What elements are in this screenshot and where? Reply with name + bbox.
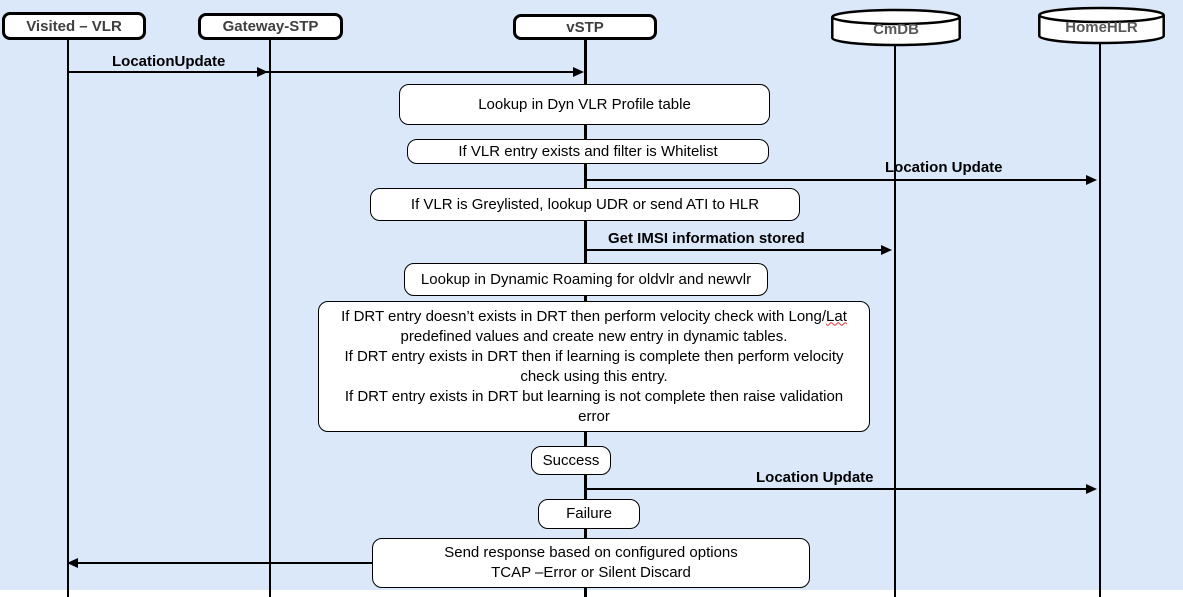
message-arrow-location-update-hlr bbox=[585, 179, 1090, 181]
message-arrow-location-update-1 bbox=[68, 71, 576, 73]
step-text: If VLR is Greylisted, lookup UDR or send… bbox=[410, 195, 760, 213]
message-arrow-location-update-hlr2 bbox=[585, 488, 1090, 490]
message-arrow-get-imsi bbox=[585, 249, 885, 251]
step-velocity-check: If DRT entry doesn’t exists in DRT then … bbox=[318, 301, 870, 432]
step-text: If VLR entry exists and filter is Whitel… bbox=[458, 142, 718, 160]
step-text: Lookup in Dynamic Roaming for oldvlr and… bbox=[420, 270, 752, 288]
lifeline-homehlr bbox=[1099, 41, 1101, 597]
step-failure: Failure bbox=[538, 499, 640, 529]
arrowhead-right-icon bbox=[881, 245, 892, 255]
step-text: Lookup in Dyn VLR Profile table bbox=[478, 95, 691, 113]
actor-vstp-label: vSTP bbox=[566, 18, 604, 36]
step-text-line: If DRT entry doesn’t exists in DRT then … bbox=[341, 307, 847, 327]
step-text: Failure bbox=[566, 505, 612, 522]
lifeline-cmdb bbox=[894, 43, 896, 597]
message-label-location-update-hlr2: Location Update bbox=[756, 469, 874, 486]
step-lookup-dynamic-roaming: Lookup in Dynamic Roaming for oldvlr and… bbox=[404, 263, 768, 296]
step-text: If DRT entry doesn’t exists in DRT then … bbox=[341, 307, 827, 325]
actor-gateway-stp-label: Gateway-STP bbox=[222, 18, 319, 35]
step-text-line: If DRT entry exists in DRT but learning … bbox=[344, 387, 844, 405]
step-text-misspelled: Lat bbox=[826, 307, 847, 325]
step-lookup-dyn-vlr-profile: Lookup in Dyn VLR Profile table bbox=[399, 84, 770, 125]
actor-vstp: vSTP bbox=[513, 14, 657, 40]
step-text-line: Send response based on configured option… bbox=[444, 544, 738, 561]
step-text-line: TCAP –Error or Silent Discard bbox=[491, 564, 691, 581]
step-success: Success bbox=[531, 446, 611, 475]
step-text-line: predefined values and create new entry i… bbox=[400, 327, 788, 345]
database-homehlr: HomeHLR bbox=[1037, 6, 1166, 46]
actor-visited-vlr-label: Visited – VLR bbox=[26, 17, 122, 35]
arrowhead-right-icon bbox=[1086, 484, 1097, 494]
lifeline-gateway-stp bbox=[269, 40, 271, 597]
database-homehlr-label: HomeHLR bbox=[1065, 19, 1138, 36]
step-vlr-greylist: If VLR is Greylisted, lookup UDR or send… bbox=[370, 188, 800, 221]
message-label-location-update-1: LocationUpdate bbox=[112, 53, 226, 70]
message-label-location-update-hlr: Location Update bbox=[885, 159, 1003, 176]
lifeline-visited-vlr bbox=[67, 40, 69, 597]
step-text-line: If DRT entry exists in DRT then if learn… bbox=[344, 347, 844, 365]
database-cylinder-icon bbox=[831, 8, 961, 47]
step-text: Success bbox=[542, 451, 600, 469]
message-label-get-imsi: Get IMSI information stored bbox=[608, 230, 805, 247]
arrowhead-right-icon bbox=[257, 67, 268, 77]
arrowhead-left-icon bbox=[67, 558, 78, 568]
message-arrow-send-response bbox=[77, 562, 372, 564]
database-cylinder-icon bbox=[1038, 6, 1165, 45]
step-send-response: Send response based on configured option… bbox=[372, 538, 810, 588]
arrowhead-right-icon bbox=[573, 67, 584, 77]
arrowhead-right-icon bbox=[1086, 175, 1097, 185]
bottom-margin-strip bbox=[0, 590, 1183, 597]
step-vlr-whitelist: If VLR entry exists and filter is Whitel… bbox=[407, 139, 769, 164]
step-text-line: error bbox=[578, 407, 610, 425]
database-cmdb-label: CmDB bbox=[873, 21, 919, 38]
database-cmdb: CmDB bbox=[830, 8, 962, 48]
step-text-line: check using this entry. bbox=[520, 367, 668, 385]
actor-visited-vlr: Visited – VLR bbox=[2, 12, 146, 40]
actor-gateway-stp: Gateway-STP bbox=[198, 13, 343, 40]
